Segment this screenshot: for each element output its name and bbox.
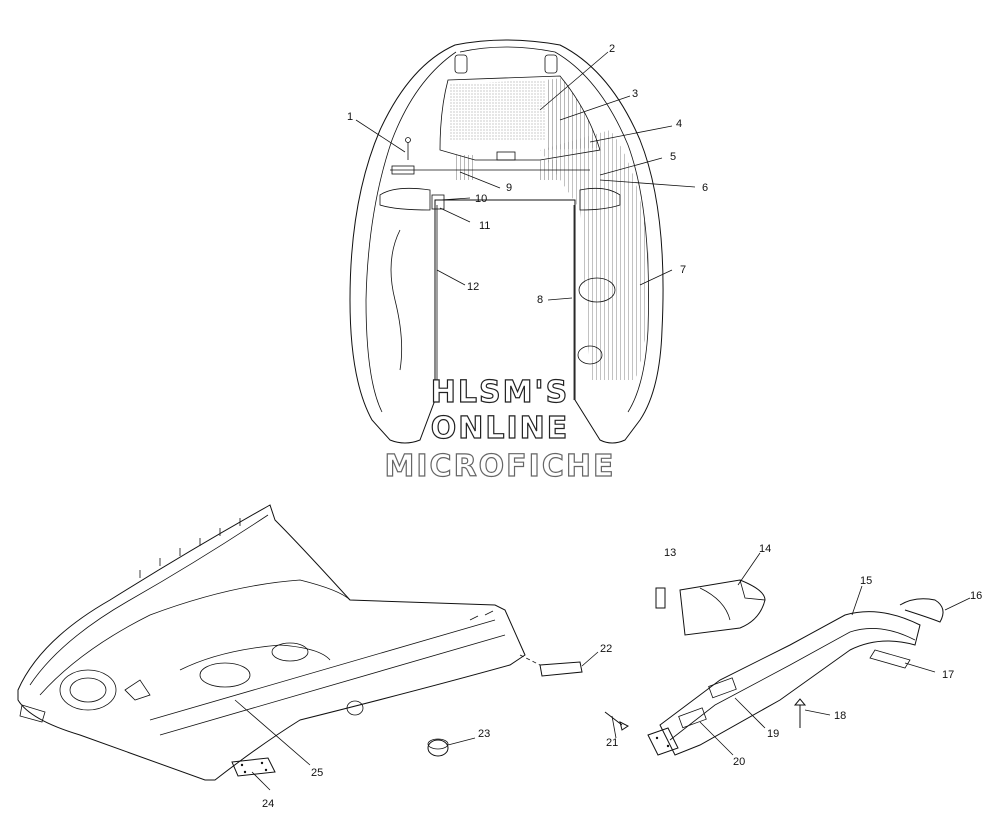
callout-2: 2	[609, 43, 615, 55]
callout-7: 7	[680, 264, 686, 276]
callout-18: 18	[834, 710, 846, 722]
callout-4: 4	[676, 118, 682, 130]
callout-16: 16	[970, 590, 982, 602]
callout-labels: 1 2 3 4 5 6 7 8 9 10 11 12 13 14 15 16 1…	[262, 43, 982, 810]
callout-21: 21	[606, 737, 618, 749]
part-23-plug	[427, 738, 449, 757]
watermark-line-1: HLSM'S	[431, 375, 569, 410]
part-21-rivet	[604, 711, 629, 731]
callout-23: 23	[478, 728, 490, 740]
callout-8: 8	[537, 294, 543, 306]
part-24-plate	[231, 757, 276, 777]
callout-24: 24	[262, 798, 274, 810]
callout-15: 15	[860, 575, 872, 587]
watermark-line-2: ONLINE	[431, 411, 570, 446]
part-13-foam	[655, 587, 666, 609]
callout-17: 17	[942, 669, 954, 681]
part-14-duct	[679, 579, 766, 636]
part-20-hinge	[647, 727, 679, 756]
watermark: HLSM'S ONLINE MICROFICHE	[384, 374, 616, 484]
callout-9: 9	[506, 182, 512, 194]
callout-22: 22	[600, 643, 612, 655]
callout-12: 12	[467, 281, 479, 293]
hood-side-view	[17, 504, 526, 781]
callout-20: 20	[733, 756, 745, 768]
callout-6: 6	[702, 182, 708, 194]
part-16-wire	[899, 598, 944, 623]
hood-top-view	[349, 39, 664, 444]
callout-14: 14	[759, 543, 771, 555]
callout-3: 3	[632, 88, 638, 100]
callout-13: 13	[664, 547, 676, 559]
part-22-seal	[519, 654, 583, 677]
callout-11: 11	[479, 220, 490, 232]
callout-25: 25	[311, 767, 323, 779]
leader-lines	[234, 51, 971, 791]
callout-19: 19	[767, 728, 779, 740]
callout-1: 1	[347, 111, 353, 123]
watermark-line-3: MICROFICHE	[385, 449, 616, 484]
callout-10: 10	[475, 193, 487, 205]
part-18-rivet	[793, 698, 807, 728]
callout-5: 5	[670, 151, 676, 163]
